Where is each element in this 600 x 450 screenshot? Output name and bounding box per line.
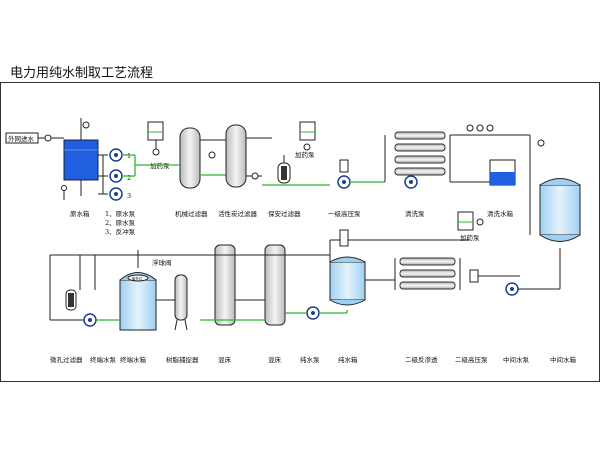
dosing-unit-3: 加药泵 (457, 211, 484, 242)
terminal-pump: 终端水泵 (83, 313, 117, 364)
dosing-pump-1-icon (152, 148, 160, 156)
resin-trap: 树脂捕捉器 (166, 274, 199, 364)
hp-pump-1: 一级高压泵 (328, 159, 361, 218)
raw-pump-1-label: 1、原水泵 (105, 209, 136, 218)
dosing-tank-2 (299, 121, 316, 141)
raw-water-tank: 原水箱 (63, 118, 99, 218)
resin-trap-label: 树脂捕捉器 (166, 355, 199, 364)
ro-2-membrane-2 (399, 269, 456, 278)
wash-pump-label: 清洗泵 (405, 209, 425, 218)
ro-1-rack: 清洗泵 (384, 131, 451, 218)
terminal-tank-body (119, 279, 157, 331)
backwash-pump-label: 3、反冲泵 (105, 227, 136, 236)
dosing-pump-3-icon (476, 218, 484, 226)
dosing-unit-1: 加药泵 (147, 121, 170, 170)
middle-tank: 中间水箱 (539, 178, 581, 364)
dosing-pump-3-label: 加药泵 (460, 233, 480, 242)
carbon-filter-body (225, 124, 247, 188)
mixed-bed-1: 混床 (214, 244, 236, 364)
page-title: 电力用纯水制取工艺流程 (10, 66, 154, 81)
mid-tank-label: 中间水箱 (550, 355, 577, 364)
terminal-tank: 紫外灯 终端水箱 (119, 272, 157, 364)
hp-pump-1-label: 一级高压泵 (328, 209, 361, 218)
pump-number-1: 1 (127, 152, 131, 160)
carbon-filter: 活性炭过滤器 (218, 124, 258, 218)
mixed-bed-1-label: 混床 (218, 355, 232, 364)
mid-pump: 中间水泵 (503, 282, 530, 364)
micro-filter: 微孔过滤器 (50, 289, 83, 364)
inlet-valve-icon (44, 134, 52, 142)
dosing-unit-2: 加药泵 (295, 121, 316, 159)
carbon-filter-label: 活性炭过滤器 (218, 209, 258, 218)
ro-1-membrane-3 (394, 155, 446, 164)
mech-filter-body (179, 127, 201, 189)
pure-water-tank: 纯水箱 (329, 229, 366, 364)
pure-pump-label: 纯水泵 (300, 355, 320, 364)
level-gauge-icon (82, 121, 90, 129)
ro-2-membrane-3 (399, 281, 456, 290)
ro-2-membrane-1 (399, 257, 456, 266)
wash-tank-label: 清洗水箱 (487, 209, 514, 218)
pure-tank-body (329, 261, 366, 301)
mixed-bed-1-body (214, 244, 236, 326)
dosing-pump-2-icon (303, 143, 311, 151)
resin-trap-body (174, 274, 188, 321)
mechanical-filter: 机械过滤器 (135, 127, 208, 218)
float-ball-label: 浮球阀 (152, 258, 172, 267)
hp-pump-2: 二级高压泵 (455, 269, 520, 364)
terminal-tank-label: 终端水箱 (120, 355, 147, 364)
ro-1-membrane-2 (394, 143, 446, 152)
ro-1-membrane-1 (394, 131, 446, 140)
pump-number-3: 3 (127, 192, 131, 200)
mixed-bed-2-body (264, 244, 286, 326)
ro-1-membrane-4 (394, 167, 446, 176)
dosing-tank-3 (457, 211, 474, 231)
pure-pump: 纯水泵 (300, 306, 320, 364)
mixed-bed-2-label: 混床 (268, 355, 282, 364)
raw-tank-body (63, 139, 99, 181)
hp-pump-2-label: 二级高压泵 (455, 355, 488, 364)
dosing-pump-2-label: 加药泵 (295, 150, 315, 159)
uv-lamp-icon (127, 274, 149, 282)
dosing-tank-1 (147, 121, 164, 141)
micro-filter-label: 微孔过滤器 (50, 355, 83, 364)
pure-tank-label: 纯水箱 (338, 355, 358, 364)
ro-2-rack: 二级反渗透 (394, 257, 461, 364)
raw-pump-2-label: 2、原水泵 (105, 218, 136, 227)
terminal-pump-label: 终端水泵 (90, 355, 117, 364)
mech-filter-label: 机械过滤器 (175, 209, 208, 218)
security-filter-label: 保安过滤器 (268, 209, 301, 218)
security-filter: 保安过滤器 (268, 155, 301, 218)
inlet: 外网进水 (5, 132, 64, 144)
inlet-label: 外网进水 (8, 134, 35, 143)
mid-tank-body (539, 184, 581, 236)
wash-tank: 清洗水箱 (487, 159, 516, 218)
pump-number-2: 2 (127, 174, 131, 182)
ro-2-label: 二级反渗透 (405, 355, 438, 364)
raw-pumps: 1 2 3 1、原水泵 2、原水泵 3、反冲泵 (98, 148, 136, 236)
pressure-gauge-icon (208, 151, 216, 159)
mid-pump-label: 中间水泵 (503, 355, 530, 364)
mixed-bed-2: 混床 (264, 244, 286, 364)
drain-valve-icon (61, 185, 67, 191)
raw-tank-label: 原水箱 (70, 209, 90, 218)
uv-lamp-label: 紫外灯 (132, 276, 143, 281)
